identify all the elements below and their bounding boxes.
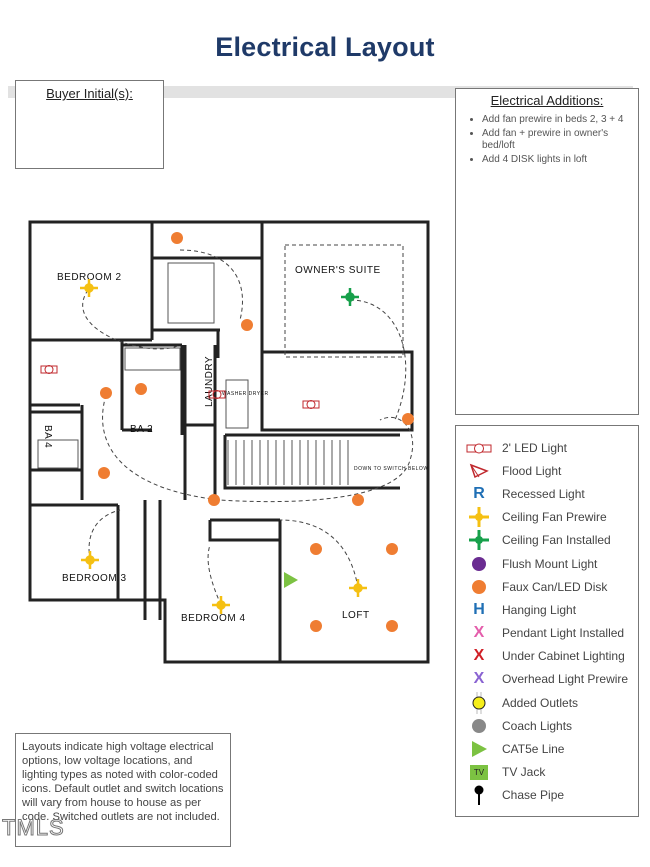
addition-item: Add 4 DISK lights in loft	[482, 154, 630, 166]
faux-can-icon	[98, 467, 110, 479]
room-label-bedroom-4: BEDROOM 4	[181, 613, 246, 624]
legend-item: X Pendant Light Installed	[456, 622, 638, 645]
led-light-icon	[302, 400, 320, 409]
under-cabinet-icon: X	[473, 647, 485, 665]
ceiling-fan-prewire-icon	[81, 551, 99, 569]
legend-item: Flush Mount Light	[456, 552, 638, 575]
buyer-initials-box[interactable]: Buyer Initial(s):	[15, 80, 164, 169]
faux-can-icon	[100, 387, 112, 399]
faux-can-icon	[135, 383, 147, 395]
room-label-laundry: LAUNDRY	[204, 356, 215, 407]
addition-item: Add fan + prewire in owner's bed/loft	[482, 128, 630, 152]
ceiling-fan-prewire-icon	[456, 505, 502, 529]
watermark-logo: TMLS	[2, 815, 65, 841]
legend-label: Under Cabinet Lighting	[502, 649, 625, 664]
pendant-light-icon: X	[473, 624, 485, 642]
ceiling-fan-prewire-icon	[349, 579, 367, 597]
faux-can-icon	[171, 232, 183, 244]
faux-can-icon	[456, 579, 502, 595]
faux-can-icon	[241, 319, 253, 331]
led-light-icon	[40, 365, 58, 374]
stair-note: DOWN TO SWITCH BELOW	[354, 466, 429, 472]
legend-item: X Under Cabinet Lighting	[456, 645, 638, 668]
legend-item: R Recessed Light	[456, 482, 638, 505]
legend-label: Overhead Light Prewire	[502, 672, 629, 687]
chase-pipe-icon	[456, 784, 502, 806]
legend-label: Flush Mount Light	[502, 556, 598, 571]
legend-label: Ceiling Fan Prewire	[502, 510, 607, 525]
flood-light-icon	[456, 463, 502, 479]
addition-item: Add fan prewire in beds 2, 3 + 4	[482, 114, 630, 126]
legend-item: 2' LED Light	[456, 436, 638, 459]
legend-label: Coach Lights	[502, 718, 573, 733]
legend-item: H Hanging Light	[456, 598, 638, 621]
legend-item: Flood Light	[456, 459, 638, 482]
legend-label: Pendant Light Installed	[502, 626, 625, 641]
legend-label: Recessed Light	[502, 486, 585, 501]
room-label-ba2: BA 2	[130, 424, 153, 435]
disclaimer-note: Layouts indicate high voltage electrical…	[15, 733, 231, 847]
cat5e-icon	[456, 740, 502, 758]
faux-can-icon	[310, 543, 322, 555]
faux-can-icon	[310, 620, 322, 632]
legend-item: Coach Lights	[456, 714, 638, 737]
faux-can-icon	[352, 494, 364, 506]
led-light-icon	[456, 442, 502, 454]
ceiling-fan-prewire-icon	[212, 596, 230, 614]
legend-label: TV Jack	[502, 765, 546, 780]
outlet-icon	[456, 691, 502, 714]
buyer-initials-label: Buyer Initial(s):	[46, 86, 133, 101]
room-label-owners-suite: OWNER'S SUITE	[295, 265, 381, 276]
faux-can-icon	[208, 494, 220, 506]
led-light-icon	[208, 390, 226, 399]
flush-mount-icon	[456, 556, 502, 572]
coach-light-icon	[456, 718, 502, 734]
faux-can-icon	[386, 620, 398, 632]
legend-label: 2' LED Light	[502, 440, 567, 455]
washer-dryer-label: WASHER DRYER	[222, 391, 269, 397]
hanging-light-icon: H	[473, 600, 485, 618]
legend-label: Added Outlets	[502, 695, 579, 710]
legend-item: Ceiling Fan Installed	[456, 529, 638, 552]
tv-jack-icon: TV	[456, 764, 502, 780]
legend-item: Faux Can/LED Disk	[456, 575, 638, 598]
room-label-bedroom-3: BEDROOM 3	[62, 573, 127, 584]
cat5e-icon	[284, 572, 298, 588]
room-label-loft: LOFT	[342, 610, 370, 621]
legend-item: CAT5e Line	[456, 737, 638, 760]
legend-item: Ceiling Fan Prewire	[456, 506, 638, 529]
overhead-prewire-icon: X	[473, 670, 485, 688]
legend-label: Ceiling Fan Installed	[502, 533, 611, 548]
room-label-ba4: BA 4	[42, 425, 53, 448]
legend-label: Faux Can/LED Disk	[502, 579, 608, 594]
legend-item: Chase Pipe	[456, 784, 638, 807]
ceiling-fan-prewire-icon	[80, 279, 98, 297]
recessed-light-icon: R	[473, 484, 485, 502]
page-title: Electrical Layout	[215, 32, 435, 62]
legend-label: CAT5e Line	[502, 742, 565, 757]
faux-can-icon	[402, 413, 414, 425]
legend-label: Chase Pipe	[502, 788, 565, 803]
ceiling-fan-installed-icon	[456, 528, 502, 552]
faux-can-icon	[386, 543, 398, 555]
legend-label: Flood Light	[502, 463, 562, 478]
legend-label: Hanging Light	[502, 602, 577, 617]
room-label-bedroom-2: BEDROOM 2	[57, 272, 122, 283]
legend-item: X Overhead Light Prewire	[456, 668, 638, 691]
electrical-additions-heading: Electrical Additions:	[490, 93, 604, 108]
legend-item: Added Outlets	[456, 691, 638, 714]
ceiling-fan-installed-icon	[341, 288, 359, 306]
electrical-additions-box: Electrical Additions: Add fan prewire in…	[455, 88, 639, 415]
